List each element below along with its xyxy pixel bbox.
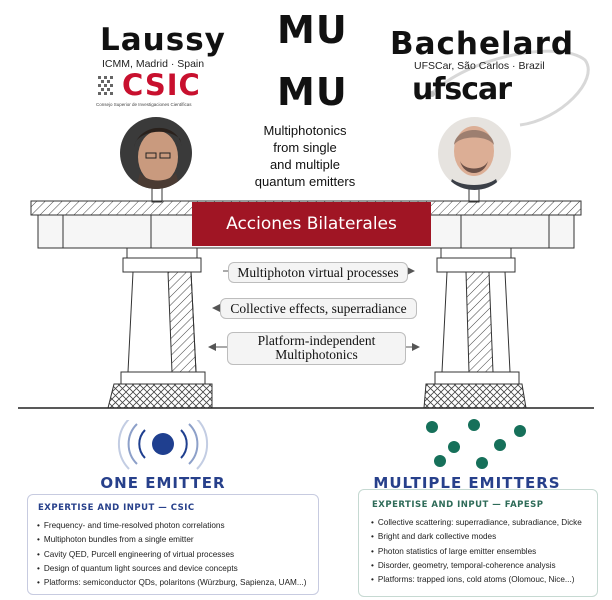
arrow-label-2: Collective effects, superradiance xyxy=(220,298,417,319)
list-item: Frequency- and time-resolved photon corr… xyxy=(37,519,318,533)
banner: Acciones Bilaterales xyxy=(192,202,431,246)
orbit-decoration xyxy=(428,49,590,127)
ufscar-logo: ufscar xyxy=(412,72,512,107)
list-item: Design of quantum light sources and devi… xyxy=(37,562,318,576)
left-person-affiliation: ICMM, Madrid · Spain xyxy=(102,58,205,70)
right-person-photo xyxy=(438,117,511,190)
multiple-emitters-panel: EXPERTISE AND INPUT — FAPESP Collective … xyxy=(358,489,598,597)
list-item: Collective scattering: superradiance, su… xyxy=(371,516,597,530)
right-person-name: Bachelard xyxy=(390,26,575,62)
one-emitter-title: ONE EMITTER xyxy=(100,474,226,492)
left-person-photo xyxy=(120,117,192,189)
arrow-label-3: Platform-independent Multiphotonics xyxy=(227,332,406,365)
arrow-label-1: Multiphoton virtual processes xyxy=(228,262,408,283)
multiple-emitters-icon xyxy=(426,419,526,469)
left-person-name: Laussy xyxy=(100,22,226,58)
list-item: Cavity QED, Purcell engineering of virtu… xyxy=(37,548,318,562)
one-emitter-panel-heading: EXPERTISE AND INPUT — CSIC xyxy=(38,503,195,513)
csic-logo: CSIC Consejo Superior de Investigaciones… xyxy=(96,68,201,107)
title-mu-1: MU xyxy=(277,8,348,52)
list-item: Multiphoton bundles from a single emitte… xyxy=(37,533,318,547)
right-person-affiliation: UFSCar, São Carlos · Brazil xyxy=(414,60,545,72)
multiple-emitters-title: MULTIPLE EMITTERS xyxy=(373,474,561,492)
list-item: Photon statistics of large emitter ensem… xyxy=(371,545,597,559)
single-emitter-icon xyxy=(117,420,209,470)
list-item: Platforms: semiconductor QDs, polaritons… xyxy=(37,576,318,590)
list-item: Disorder, geometry, temporal-coherence a… xyxy=(371,559,597,573)
list-item: Bright and dark collective modes xyxy=(371,530,597,544)
title-mu-2: MU xyxy=(277,70,348,114)
one-emitter-panel: EXPERTISE AND INPUT — CSIC Frequency- an… xyxy=(27,494,319,595)
list-item: Platforms: trapped ions, cold atoms (Olo… xyxy=(371,573,597,587)
subtitle: Multiphotonics from single and multiple … xyxy=(254,123,356,189)
multiple-emitters-panel-heading: EXPERTISE AND INPUT — FAPESP xyxy=(372,500,544,510)
right-pillar xyxy=(423,247,527,409)
left-pillar xyxy=(107,247,213,409)
csic-emblem-icon xyxy=(98,76,113,95)
